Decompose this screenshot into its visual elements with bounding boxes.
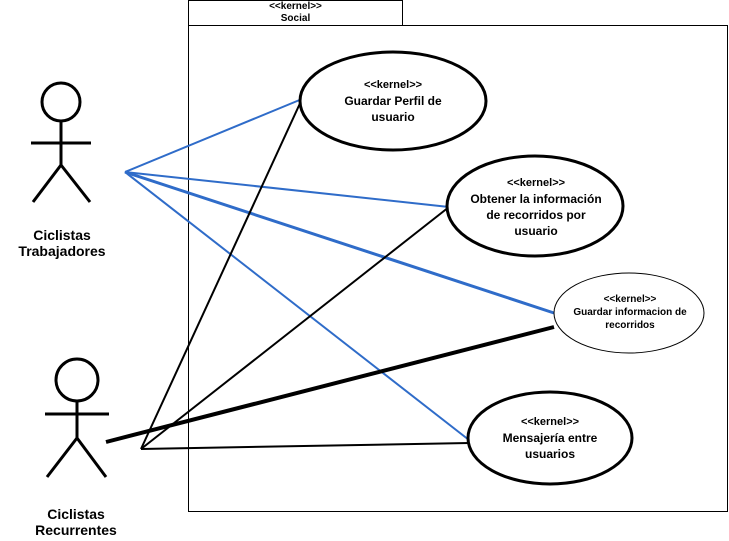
link-trabajadores-mensajeria	[124, 171, 470, 441]
package-stereotype: <<kernel>>	[269, 1, 322, 12]
use-case-perfil-ellipse[interactable]	[298, 50, 488, 152]
link-recurrentes-guardar-info	[105, 325, 555, 444]
actor-trabajadores-figure[interactable]	[31, 81, 92, 203]
use-case-obtener-stereotype: <<kernel>>	[506, 177, 566, 189]
use-case-mensajeria-stereotype: <<kernel>>	[520, 416, 580, 428]
link-recurrentes-mensajeria	[140, 442, 470, 450]
actor-trabajadores-line2: Trabajadores	[18, 243, 106, 259]
actor-recurrentes-line2: Recurrentes	[35, 522, 117, 538]
link-trabajadores-guardar-info	[124, 170, 555, 315]
use-case-perfil-stereotype: <<kernel>>	[363, 79, 423, 91]
use-case-perfil-line1: Guardar Perfil de	[344, 94, 442, 108]
use-case-obtener-ellipse[interactable]	[445, 154, 625, 258]
link-recurrentes-perfil	[140, 98, 303, 450]
use-case-perfil-line2: usuario	[371, 110, 415, 124]
actor-trabajadores-line1: Ciclistas	[33, 227, 91, 243]
use-case-perfil-label: <<kernel>> Guardar Perfil de usuario	[305, 72, 481, 130]
actor-recurrentes-line1: Ciclistas	[47, 506, 105, 522]
use-case-guardar-info-stereotype: <<kernel>>	[603, 293, 657, 305]
link-recurrentes-obtener	[140, 206, 450, 450]
use-case-obtener-line1: Obtener la información	[470, 192, 602, 206]
use-case-obtener-label: <<kernel>> Obtener la información de rec…	[452, 175, 620, 239]
use-case-guardar-info-line1: Guardar informacion de	[573, 306, 687, 318]
use-case-guardar-info-ellipse[interactable]	[553, 272, 705, 354]
link-trabajadores-obtener	[124, 171, 450, 208]
use-case-obtener-line3: usuario	[514, 224, 558, 238]
use-case-mensajeria-line2: usuarios	[524, 447, 575, 461]
use-case-mensajeria-ellipse[interactable]	[466, 390, 634, 486]
actor-recurrentes-figure[interactable]	[45, 357, 109, 478]
use-case-obtener-line2: de recorridos por	[486, 208, 586, 222]
use-case-mensajeria-line1: Mensajería entre	[502, 431, 598, 445]
package-name: Social	[280, 13, 311, 24]
actor-recurrentes-label: Ciclistas Recurrentes	[14, 506, 138, 538]
use-case-guardar-info-line2: recorridos	[605, 319, 655, 331]
use-case-mensajeria-label: <<kernel>> Mensajería entre usuarios	[470, 412, 630, 464]
use-case-guardar-info-label: <<kernel>> Guardar informacion de recorr…	[555, 290, 705, 334]
actor-trabajadores-label: Ciclistas Trabajadores	[0, 227, 124, 259]
package-tab: <<kernel>> Social	[188, 0, 403, 26]
link-trabajadores-perfil	[124, 98, 303, 173]
